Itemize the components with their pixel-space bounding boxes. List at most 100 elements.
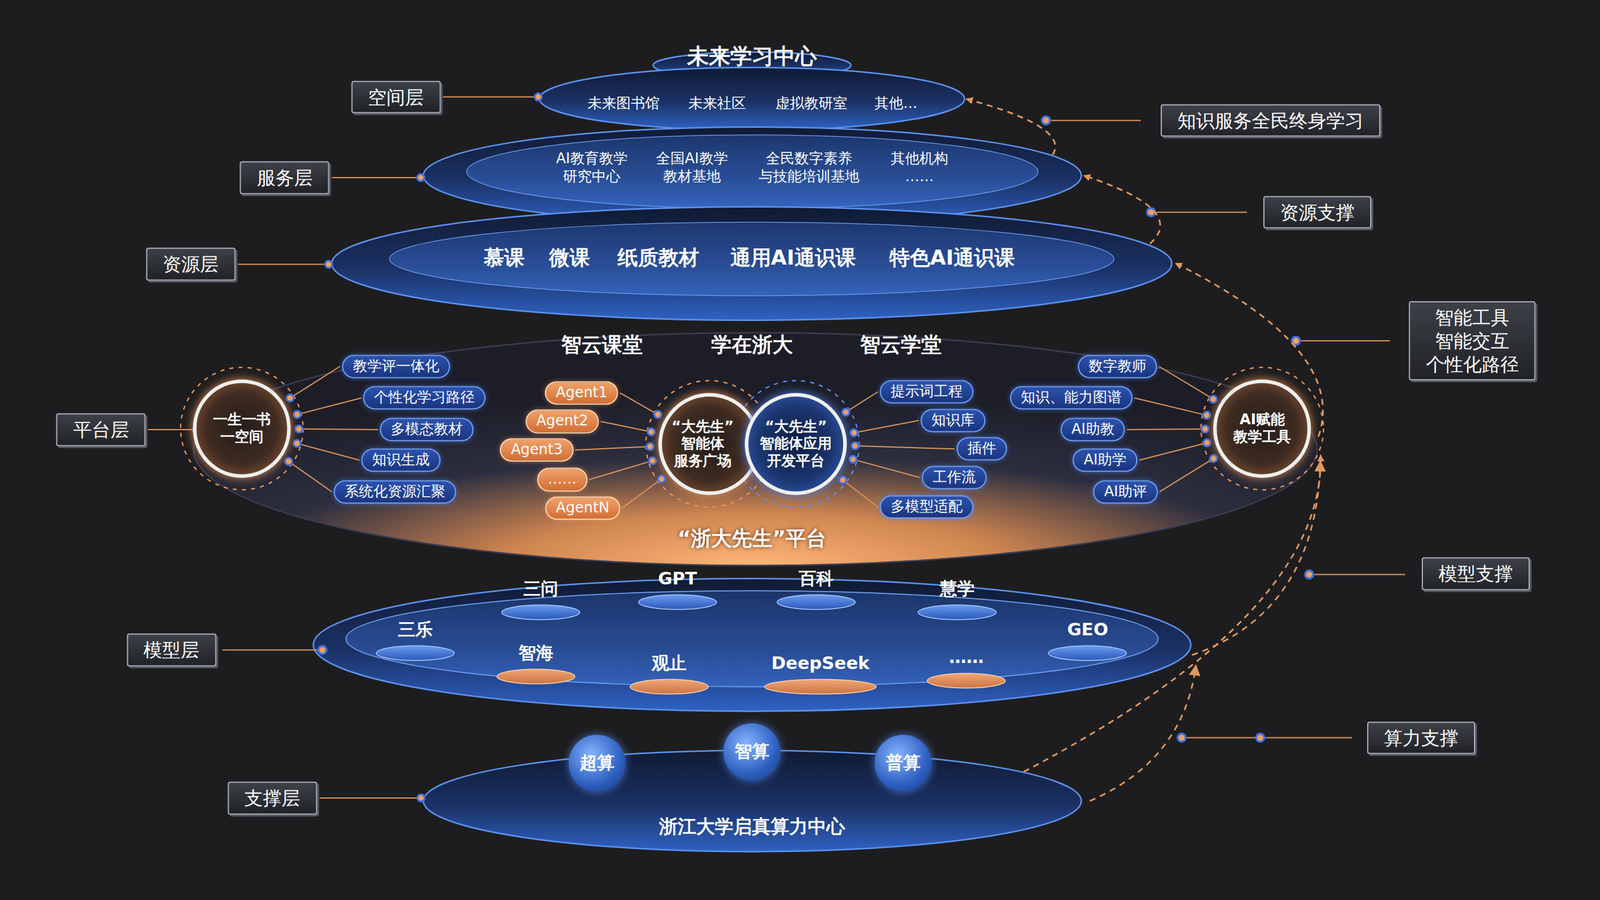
agent-pill: Agent1: [544, 381, 619, 405]
connector-dot: [646, 442, 654, 451]
node-text: AI赋能 教学工具: [1233, 411, 1291, 446]
disc-ellipse: [927, 673, 1006, 688]
inner-ellipse: [466, 135, 1038, 209]
connector: [319, 797, 422, 799]
disc-shape: [495, 668, 576, 685]
layer-label-box: 资源支撑: [1263, 195, 1372, 229]
capability-pill: AI助学: [1073, 448, 1138, 472]
support-arrow: [1089, 665, 1197, 802]
connector-dot: [648, 457, 656, 465]
node-text: 多模型适配: [890, 498, 963, 517]
capability-pill: 多模型适配: [879, 495, 974, 520]
leader-dot: [1146, 208, 1156, 217]
leader-line: [1314, 573, 1405, 575]
ellipse-text: 全国AI教学 教材基地: [655, 149, 728, 186]
ellipse-outline: [331, 206, 1173, 320]
inner-ellipse: [389, 222, 1114, 296]
ellipse-text: 全民数字素养 与技能培训基地: [758, 149, 860, 186]
connector-dot: [842, 408, 850, 416]
node-text: Agent1: [555, 383, 608, 403]
connector: [854, 420, 919, 434]
label-text: 平台层: [73, 418, 130, 442]
label-text: 模型支撑: [1438, 561, 1513, 586]
disc-shape: [776, 594, 857, 611]
leader-dot: [1177, 733, 1186, 743]
ellipse-text: 其他...: [874, 94, 918, 113]
connector-dot: [295, 425, 303, 433]
capability-pill: 知识库: [920, 408, 986, 433]
ellipse-text: “浙大先生”平台: [677, 525, 828, 553]
layer-label-box: 支撑层: [227, 781, 317, 816]
connector-dot: [1209, 454, 1218, 463]
leader-line: [1186, 737, 1352, 739]
capability-pill: AI助评: [1093, 480, 1159, 504]
disc-ellipse: [376, 645, 455, 661]
connector-dot: [657, 475, 665, 483]
node-text: GEO: [1067, 620, 1108, 640]
disc-shape: [763, 678, 878, 695]
label-text: 空间层: [367, 85, 424, 109]
node-text: 知识库: [931, 411, 975, 430]
connector-dot: [851, 442, 859, 450]
node-text: 三乐: [397, 620, 433, 640]
node-text: 系统化资源汇聚: [344, 482, 446, 502]
connector-dot: [417, 174, 425, 182]
hub-circle: 一生一书 一空间: [192, 379, 291, 478]
ellipse-text: 微课: [549, 244, 590, 272]
connector-dot: [193, 426, 201, 434]
connector: [289, 366, 340, 399]
dashed-ring: [645, 380, 773, 508]
capability-pill: 知识、能力图谱: [1010, 386, 1133, 410]
connector: [855, 445, 955, 449]
hub-circle: “大先生” 智能体应用 开发平台: [744, 393, 847, 496]
compute-sphere: 超算: [568, 734, 626, 792]
connector: [842, 480, 879, 508]
ellipse-text: 其他机构 ……: [890, 149, 949, 186]
disc-ellipse: [1048, 645, 1127, 661]
layer-ellipse: “浙大先生”平台一生一书 一空间教学评一体化个性化学习路径多模态教材知识生成系统…: [189, 331, 1322, 567]
connector: [297, 443, 360, 461]
node-text: 超算: [579, 751, 615, 776]
connector: [237, 264, 329, 266]
platform-heading: 学在浙大: [711, 331, 793, 359]
node-text: 提示词工程: [890, 382, 963, 401]
leader-line: [1301, 340, 1390, 342]
capability-pill: AI助教: [1060, 417, 1126, 442]
agent-pill: Agent2: [525, 409, 599, 434]
node-text: 数字教师: [1088, 357, 1147, 376]
ellipse-text: 纸质教材: [617, 244, 700, 272]
connector-dot: [325, 261, 333, 269]
node-text: Agent2: [536, 412, 589, 431]
support-arrow: [1191, 461, 1321, 656]
disc-shape: [926, 672, 1007, 689]
layer-label-box: 平台层: [56, 413, 146, 447]
compute-sphere: 智算: [723, 723, 781, 781]
node-text: 多模态教材: [390, 420, 463, 439]
connector-dot: [1203, 411, 1211, 419]
layer-label-box: 模型层: [126, 633, 217, 667]
leader-dot: [1256, 733, 1265, 743]
ellipse-text: 未来社区: [688, 94, 746, 113]
connector: [1127, 429, 1206, 430]
layer-label-box: 资源层: [145, 247, 236, 281]
connector-dot: [293, 439, 301, 448]
node-text: AI助评: [1104, 482, 1148, 502]
connector: [619, 393, 658, 415]
leader-dot: [1292, 336, 1301, 346]
layer-ellipse: 慕课微课纸质教材通用AI通识课特色AI通识课: [328, 206, 1176, 321]
capability-pill: 数字教师: [1077, 354, 1158, 379]
node-text: AI助教: [1071, 420, 1115, 439]
ellipse-outline: [539, 67, 965, 131]
node-text: “大先生” 智能体 服务广场: [671, 418, 734, 470]
capability-pill: 系统化资源汇聚: [333, 480, 457, 504]
label-text: 支撑层: [244, 786, 301, 811]
leader-line: [1050, 120, 1141, 122]
connector: [621, 478, 662, 509]
dashed-ring: [1200, 367, 1324, 490]
capability-pill: 提示词工程: [879, 379, 974, 404]
leader-dot: [1041, 116, 1051, 125]
disc-ellipse: [764, 679, 877, 694]
dashed-ring: [180, 367, 304, 490]
connector-dot: [293, 411, 301, 419]
layer-label-box: 智能工具 智能交互 个性化路径: [1409, 301, 1536, 381]
